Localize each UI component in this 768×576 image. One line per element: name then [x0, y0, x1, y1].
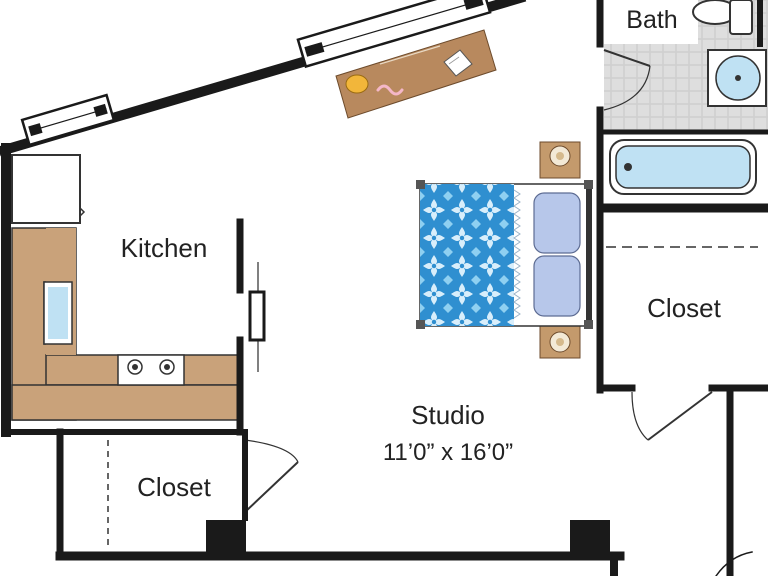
window-left-glass	[29, 108, 107, 132]
sheet-fold	[513, 189, 521, 319]
kitchen-area	[11, 154, 239, 421]
room-label-kitchen: Kitchen	[121, 233, 208, 263]
pillow-top	[533, 192, 581, 254]
kitchen-opening	[248, 262, 266, 372]
bed-post-tr	[584, 180, 593, 189]
bed-post-bl	[416, 320, 425, 329]
burner-left-center	[132, 364, 138, 370]
window-left	[20, 93, 116, 147]
closet-left-door-swing	[244, 439, 299, 463]
desk-bowl-icon	[345, 74, 369, 94]
room-size-studio: 11’0” x 16’0”	[383, 439, 513, 466]
window-left-sash-a	[28, 123, 43, 137]
bath-door-leaf	[603, 49, 651, 67]
window-right-glass	[305, 0, 483, 53]
burner-right-icon	[159, 359, 175, 375]
burner-left-icon	[127, 359, 143, 375]
bedspread	[420, 184, 514, 326]
entry-door-swing	[715, 551, 753, 576]
desk-paper-line	[448, 56, 460, 65]
desk-pen-icon	[379, 45, 441, 65]
room-label-bath: Bath	[626, 6, 677, 34]
bath-door-swing	[603, 65, 651, 111]
window-right	[296, 0, 492, 69]
closet-right-area	[606, 246, 758, 441]
desk-paper-icon	[443, 49, 473, 77]
column-left	[206, 520, 246, 556]
window-left-sash-b	[93, 103, 108, 117]
opening-frame	[248, 290, 266, 342]
sink-drain	[735, 75, 741, 81]
pillow-bottom	[533, 255, 581, 317]
fridge-handle	[79, 207, 86, 217]
refrigerator	[11, 154, 81, 224]
kitchen-counter-lower	[11, 384, 239, 421]
room-label-studio: Studio	[411, 400, 485, 430]
closet-right-door-swing	[631, 391, 649, 441]
closet-right-door-leaf	[647, 391, 713, 441]
window-right-sash-b	[463, 0, 484, 10]
headboard	[586, 184, 592, 326]
bath-area	[603, 0, 768, 204]
bath-label-area	[604, 0, 698, 44]
bed-area	[416, 141, 593, 359]
bed-post-tl	[416, 180, 425, 189]
bed-post-br	[584, 320, 593, 329]
lamp-top-center	[556, 152, 564, 160]
desk-top	[335, 29, 497, 119]
tub-drain	[624, 163, 632, 171]
column-right	[570, 520, 610, 556]
closet-left-door-leaf	[244, 461, 299, 513]
window-right-sash-a	[304, 42, 325, 57]
desk	[335, 29, 497, 119]
lamp-bottom-center	[556, 338, 564, 346]
toilet-tank	[729, 0, 753, 35]
room-label-closet-left: Closet	[137, 472, 211, 502]
closet-left-area	[107, 439, 299, 550]
burner-right-center	[164, 364, 170, 370]
kitchen-sink-water	[48, 287, 68, 339]
room-label-closet-right: Closet	[647, 293, 721, 323]
bathtub-basin	[615, 145, 751, 189]
desk-necklace-icon	[376, 84, 404, 96]
